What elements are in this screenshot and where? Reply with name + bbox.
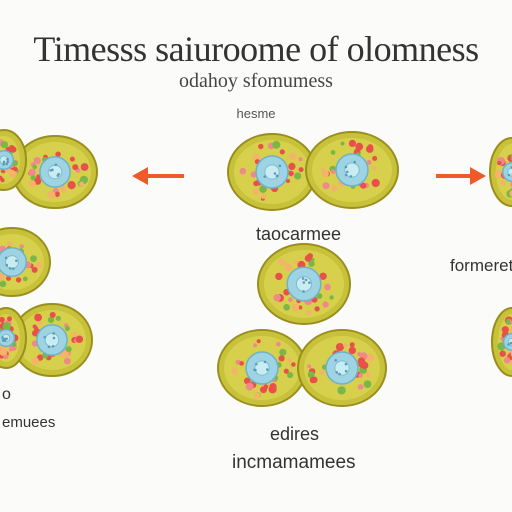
cell-center-bottom-a [217,329,307,407]
label-center-bottom-a: edires [270,424,320,444]
cell-center-top-a [227,133,317,211]
diagram-subtitle-2: hesme [236,106,276,121]
label-center-bottom-b: incmamamees [232,452,356,473]
label-center-top: taocarmee [256,224,342,244]
cell-left-3b [0,307,27,369]
cell-right-2 [491,307,512,377]
arrow-right-icon [436,167,486,185]
cell-center-bottom-b [297,329,387,407]
cell-center-top-b [305,131,399,209]
cell-center-mid [257,243,351,325]
cell-left-1b [0,129,27,191]
diagram-title: Timesss saiuroome of olomness [33,29,479,69]
cell-left-1 [12,135,98,209]
label-left-bottom-a: o [2,386,11,403]
cell-left-3 [11,303,93,377]
cell-left-2 [0,227,51,297]
diagram-subtitle: odahoy sfomumess [179,70,333,92]
label-right-mid: formeret [450,256,512,275]
cell-right-1 [489,137,512,207]
arrow-left-icon [132,167,184,185]
label-left-bottom-b: emuees [2,414,56,431]
